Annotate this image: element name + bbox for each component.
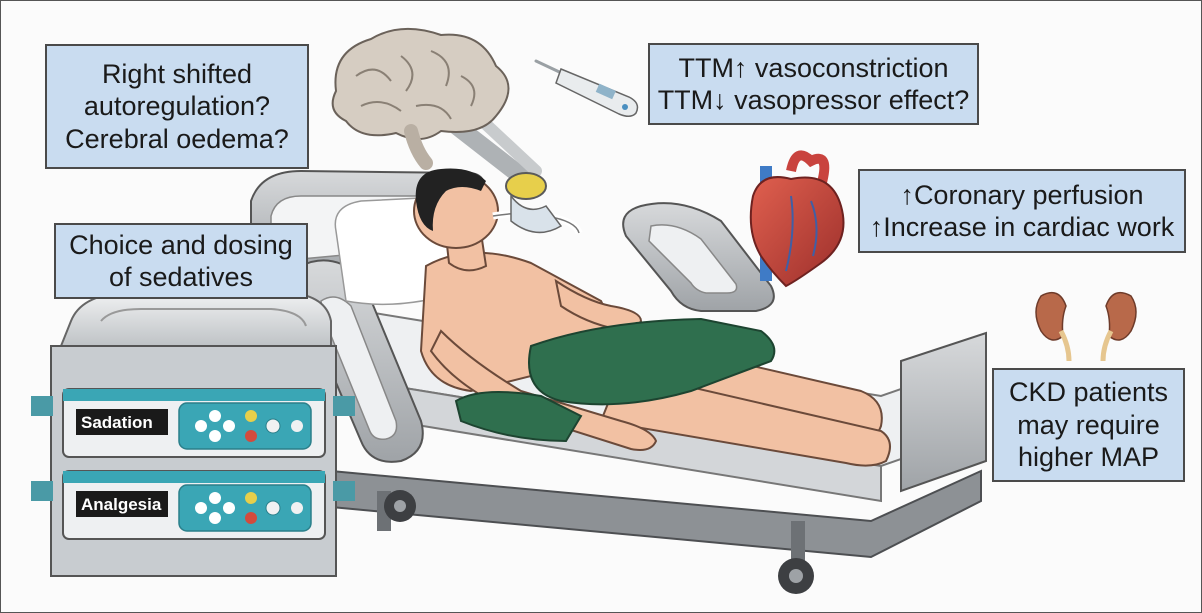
heart-callout: ↑Coronary perfusion ↑Increase in cardiac… bbox=[858, 169, 1186, 253]
callout-line: higher MAP bbox=[1009, 441, 1168, 473]
callout-line: autoregulation? bbox=[65, 90, 289, 122]
callout-line: of sedatives bbox=[69, 261, 293, 293]
sedation-pump-label: Sadation bbox=[81, 413, 153, 432]
callout-line: ↑Coronary perfusion bbox=[870, 179, 1175, 211]
ttm-callout: TTM↑ vasoconstriction TTM↓ vasopressor e… bbox=[648, 43, 979, 125]
callout-line: TTM↑ vasoconstriction bbox=[658, 52, 970, 84]
ckd-callout: CKD patients may require higher MAP bbox=[992, 368, 1185, 482]
callout-line: may require bbox=[1009, 409, 1168, 441]
brain-callout: Right shifted autoregulation? Cerebral o… bbox=[45, 44, 309, 169]
callout-line: ↑Increase in cardiac work bbox=[870, 211, 1175, 243]
callout-line: TTM↓ vasopressor effect? bbox=[658, 84, 970, 116]
callout-line: CKD patients bbox=[1009, 376, 1168, 408]
callout-line: Choice and dosing bbox=[69, 229, 293, 261]
callout-line: Right shifted bbox=[65, 58, 289, 90]
thermometer-icon bbox=[536, 61, 637, 116]
analgesia-pump-label: Analgesia bbox=[81, 495, 162, 514]
kidney-icon bbox=[1036, 293, 1136, 361]
sedatives-callout: Choice and dosing of sedatives bbox=[54, 223, 308, 299]
callout-line: Cerebral oedema? bbox=[65, 123, 289, 155]
heart-icon bbox=[751, 155, 844, 286]
